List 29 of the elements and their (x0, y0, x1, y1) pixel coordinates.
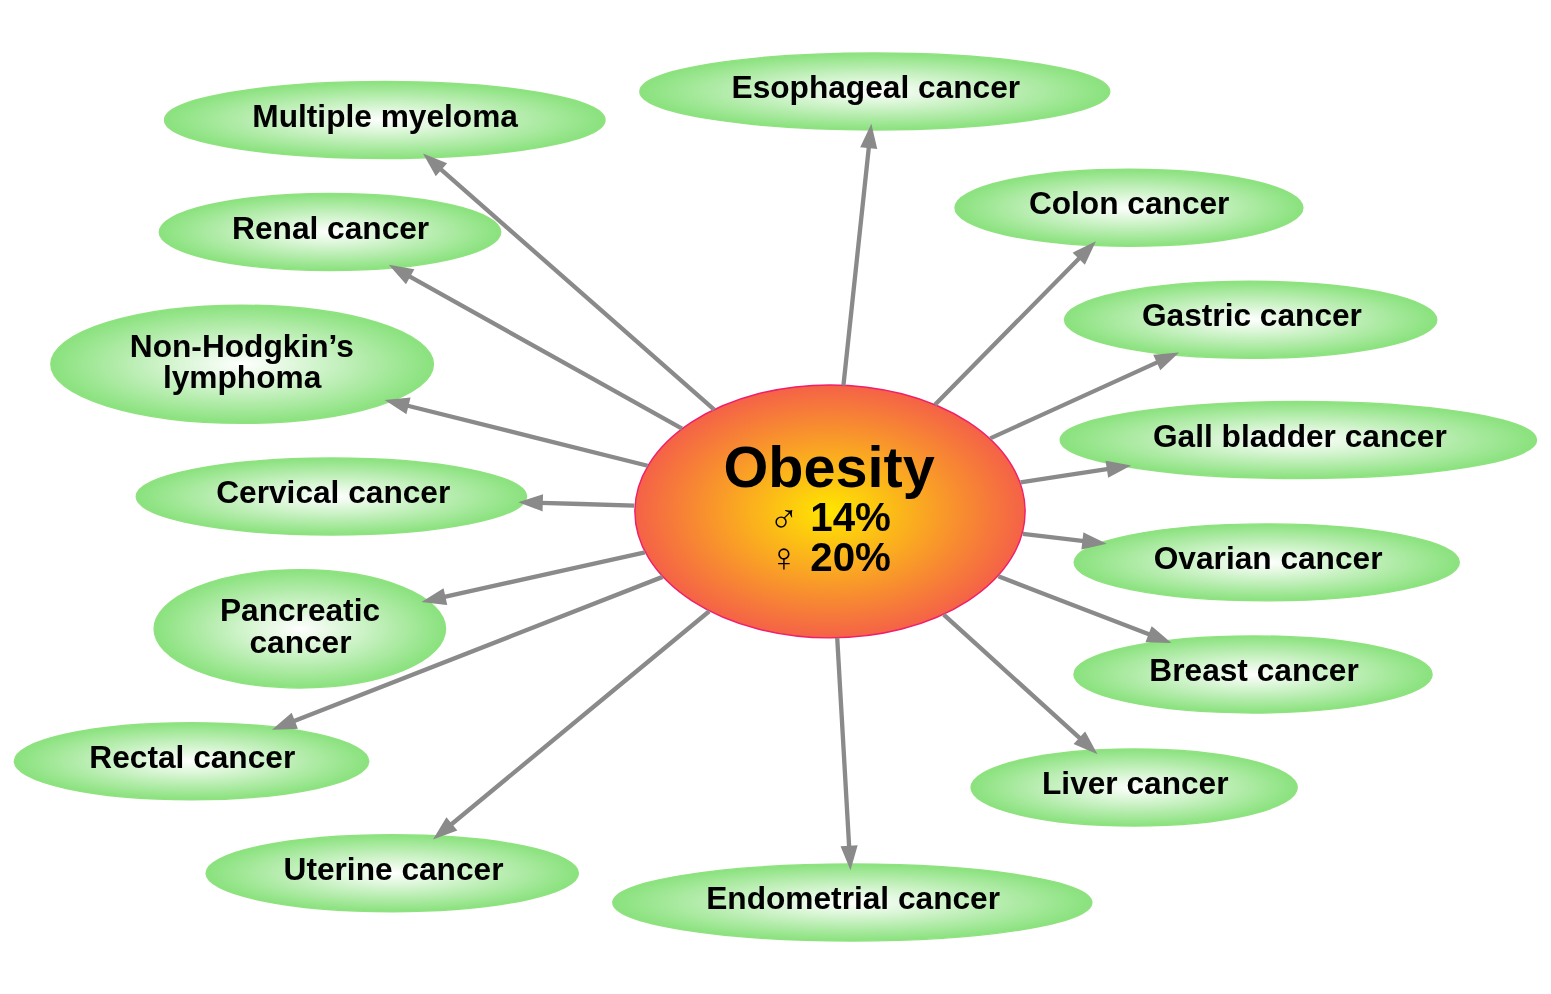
node-ellipse: Colon cancer (954, 168, 1304, 247)
arrow (989, 352, 1180, 441)
node-ellipse: Endometrial cancer (612, 863, 1093, 942)
arrow (271, 574, 664, 730)
node-ellipse: Rectal cancer (13, 722, 370, 801)
node-ellipse: Gastric cancer (1063, 280, 1438, 359)
arrow (841, 123, 878, 386)
node-ellipse: Uterine cancer (205, 834, 580, 913)
arrow (388, 264, 684, 431)
arrow (384, 397, 649, 468)
node-ellipse: Esophageal cancer (639, 52, 1111, 131)
node-ellipse: Ovarian cancer (1073, 523, 1461, 602)
node-ellipse: Cervical cancer (135, 457, 528, 536)
arrow (942, 613, 1098, 755)
node-ellipse: Obesity ♂ 14% ♀ 20% (634, 384, 1026, 639)
arrow (1020, 460, 1132, 485)
arrow (933, 241, 1096, 407)
node-ellipse: Non-Hodgkin’s lymphoma (50, 304, 435, 425)
node-ellipse: Renal cancer (158, 192, 502, 272)
arrow (1022, 531, 1107, 550)
node-ellipse: Multiple myeloma (163, 80, 606, 160)
node-ellipse: Liver cancer (970, 748, 1298, 827)
node-ellipse: Breast cancer (1073, 635, 1433, 714)
arrow (421, 550, 646, 605)
arrow (433, 609, 711, 840)
arrow (518, 494, 635, 512)
arrow (423, 153, 716, 412)
arrow (835, 637, 858, 871)
arrow (997, 574, 1172, 643)
